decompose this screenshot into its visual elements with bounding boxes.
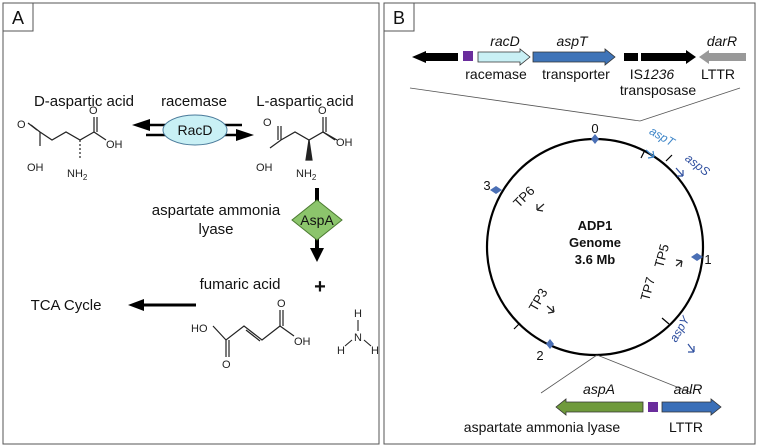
aspt-gene-label: aspT — [556, 33, 589, 49]
transporter-label: transporter — [542, 66, 610, 82]
aspa-enzyme-label: AspA — [300, 212, 334, 228]
racemase-gene-label: racemase — [465, 66, 527, 82]
l-asp-oh-left: OH — [256, 162, 273, 174]
racd-enzyme-label: RacD — [177, 122, 212, 138]
bottom-gene-cluster — [555, 398, 722, 416]
tp6-label: TP6 — [510, 183, 537, 210]
aspa-gene-arrow — [555, 398, 644, 416]
l-aspartic-acid-label: L-aspartic acid — [256, 93, 354, 110]
top-promoter-box — [463, 51, 473, 61]
nh3-h-right: H — [371, 345, 379, 357]
marker-0 — [591, 134, 599, 144]
l-asp-o-left: O — [263, 117, 272, 129]
panel-b-letter-box — [383, 2, 415, 32]
panel-a-frame — [2, 2, 380, 445]
marker-1-label: 1 — [704, 252, 711, 267]
panel-a-letter-box — [2, 2, 34, 32]
lttr-bottom-label: LTTR — [669, 419, 703, 435]
marker-0-label: 0 — [591, 121, 598, 136]
nh3-h-left: H — [337, 345, 345, 357]
fum-oh: OH — [294, 336, 311, 348]
l-aspartic-acid-structure — [269, 117, 338, 161]
racd-gene-label: racD — [490, 33, 520, 49]
d-asp-o-top: O — [89, 105, 98, 117]
racemase-label: racemase — [161, 93, 227, 110]
aspy-ring-label: aspY — [667, 313, 693, 345]
darr-gene-arrow — [699, 50, 746, 64]
aspt-ring-label: aspT — [647, 124, 679, 150]
asps-ring-label: aspS — [682, 151, 712, 179]
panel-b-frame — [383, 2, 756, 445]
aspa-enzyme-diamond — [291, 199, 343, 241]
panel-a-letter: A — [12, 8, 24, 28]
aspt-gene-arrow — [532, 48, 616, 66]
marker-2-label: 2 — [536, 348, 543, 363]
fum-o-top: O — [277, 298, 286, 310]
zoom-line-bottom-left — [540, 354, 598, 394]
d-asp-oh-right: OH — [106, 139, 123, 151]
top-gene-cluster — [412, 48, 746, 66]
d-asp-nh2: NH2 — [67, 168, 88, 182]
aalr-gene-label: aalR — [674, 381, 703, 397]
genome-label-line3: 3.6 Mb — [575, 252, 616, 267]
fumaric-acid-structure — [212, 310, 295, 357]
tp3-label: TP3 — [526, 286, 551, 314]
ammonia-structure — [344, 320, 372, 347]
is1236-label: IS1236 — [630, 66, 675, 82]
racd-gene-arrow — [477, 48, 531, 66]
zoom-line-top-right — [639, 87, 741, 122]
racd-enzyme-oval — [162, 114, 228, 146]
tca-cycle-label: TCA Cycle — [31, 297, 102, 314]
zoom-line-bottom-right — [596, 354, 693, 394]
tp7-label: TP7 — [637, 275, 658, 302]
panel-b-letter: B — [393, 8, 405, 28]
plus-sign: + — [314, 276, 326, 298]
l-asp-nh2: NH2 — [296, 168, 317, 182]
aspartate-ammonia-lyase-label: aspartate ammonia lyase — [464, 419, 621, 435]
d-asp-oh-left: OH — [27, 162, 44, 174]
genome-label-line1: ADP1 — [578, 218, 613, 233]
fum-ho: HO — [191, 323, 208, 335]
aalr-gene-arrow — [661, 398, 722, 416]
marker-2 — [546, 339, 554, 349]
aspa-gene-label: aspA — [583, 381, 615, 397]
genome-label-line2: Genome — [569, 235, 621, 250]
d-aspartic-acid-label: D-aspartic acid — [34, 93, 134, 110]
marker-3-label: 3 — [483, 178, 490, 193]
l-asp-o-top: O — [318, 105, 327, 117]
tca-arrow — [128, 299, 196, 311]
marker-3 — [490, 186, 502, 194]
transposase-gene-arrow — [641, 50, 696, 64]
nh3-n: N — [354, 332, 362, 344]
lttr-top-label: LTTR — [701, 66, 735, 82]
tp5-label: TP5 — [651, 242, 672, 269]
lyase-label: lyase — [198, 221, 233, 238]
l-asp-oh-right: OH — [336, 137, 353, 149]
fumaric-acid-label: fumaric acid — [200, 276, 281, 293]
darr-gene-label: darR — [707, 33, 737, 49]
aspartate-ammonia-label: aspartate ammonia — [152, 202, 281, 219]
direction-arrows — [536, 149, 695, 353]
nh3-h-top: H — [354, 308, 362, 320]
d-aspartic-acid-structure — [27, 117, 107, 160]
bottom-promoter-box — [648, 402, 658, 412]
transposase-label: transposase — [620, 82, 696, 98]
fum-o-bottom: O — [222, 359, 231, 371]
gene-ticks — [513, 149, 673, 330]
d-asp-o-left: O — [17, 119, 26, 131]
zoom-line-top-left — [409, 87, 641, 122]
marker-1 — [691, 253, 703, 261]
